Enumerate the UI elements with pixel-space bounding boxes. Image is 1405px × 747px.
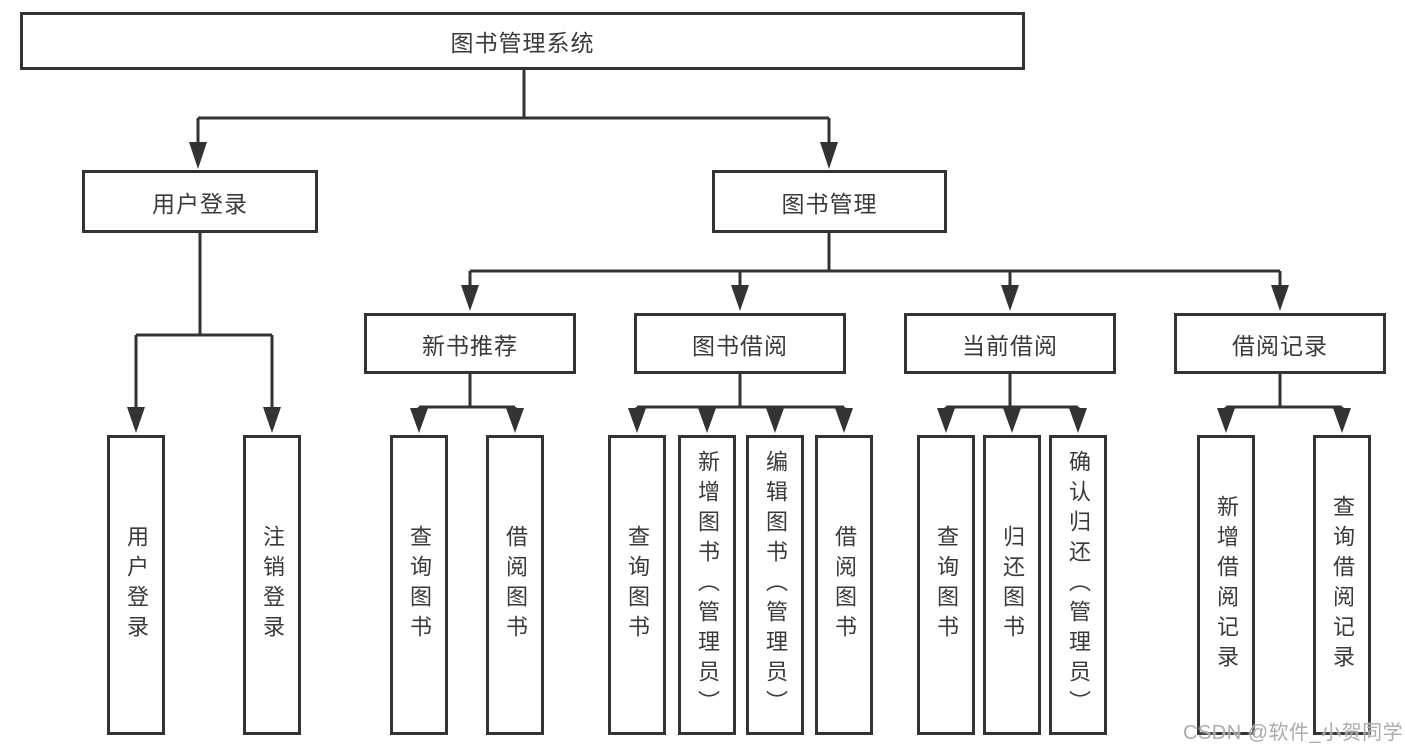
node-label: 图书借阅	[692, 332, 788, 359]
node-label: 查询图书	[934, 525, 959, 645]
arrowheads	[127, 142, 1351, 433]
leaf-logout: 注销登录	[243, 435, 301, 735]
edge-book-mgmt-branch	[468, 233, 1282, 286]
node-label: 借阅记录	[1232, 332, 1328, 359]
leaf-confirm-return-admin: 确认归还（管理员）	[1049, 435, 1107, 735]
leaf-return-books: 归还图书	[983, 435, 1041, 735]
leaf-add-books-admin: 新增图书（管理员）	[678, 435, 736, 735]
node-label: 图书管理	[781, 190, 878, 217]
edge-borrow-record-branch	[1224, 374, 1344, 409]
leaf-add-borrow-record: 新增借阅记录	[1197, 435, 1255, 735]
edge-current-borrow-branch	[944, 374, 1080, 409]
edge-root-splitter	[196, 70, 831, 144]
node-new-book-recommendation: 新书推荐	[364, 313, 576, 374]
node-label: 注销登录	[260, 525, 285, 645]
node-label: 确认归还（管理员）	[1066, 450, 1091, 720]
leaf-query-books-current: 查询图书	[917, 435, 975, 735]
leaf-query-borrow-record: 查询借阅记录	[1313, 435, 1371, 735]
node-book-borrowing: 图书借阅	[634, 313, 846, 374]
leaf-user-login: 用户登录	[107, 435, 165, 735]
edge-user-login-branch	[134, 233, 274, 408]
edge-book-borrow-branch	[635, 374, 846, 409]
node-book-management: 图书管理	[712, 170, 947, 233]
node-label: 用户登录	[152, 190, 248, 217]
node-label: 借阅图书	[832, 525, 857, 645]
node-label: 图书管理系统	[450, 30, 595, 56]
node-label: 新书推荐	[422, 332, 518, 359]
node-label: 用户登录	[124, 525, 149, 645]
node-current-borrowing: 当前借阅	[904, 313, 1116, 374]
node-label: 查询图书	[625, 525, 650, 645]
leaf-edit-books-admin: 编辑图书（管理员）	[746, 435, 804, 735]
node-label: 归还图书	[1000, 525, 1025, 645]
edge-new-book-branch	[417, 374, 517, 409]
node-label: 当前借阅	[962, 332, 1058, 359]
node-label: 新增借阅记录	[1214, 495, 1239, 675]
node-label: 编辑图书（管理员）	[763, 450, 788, 720]
node-label: 查询借阅记录	[1330, 495, 1355, 675]
node-label: 借阅图书	[503, 525, 528, 645]
node-label: 查询图书	[407, 525, 432, 645]
node-borrowing-records: 借阅记录	[1174, 313, 1386, 374]
leaf-borrow-books: 借阅图书	[815, 435, 873, 735]
csdn-watermark: CSDN @软件_小贺同学	[1183, 722, 1404, 744]
leaf-query-books-recommend: 查询图书	[390, 435, 448, 735]
leaf-query-books-borrow: 查询图书	[608, 435, 666, 735]
leaf-borrow-books-recommend: 借阅图书	[486, 435, 544, 735]
node-label: 新增图书（管理员）	[695, 450, 720, 720]
node-user-login: 用户登录	[82, 170, 318, 233]
node-library-management-system: 图书管理系统	[20, 12, 1025, 70]
